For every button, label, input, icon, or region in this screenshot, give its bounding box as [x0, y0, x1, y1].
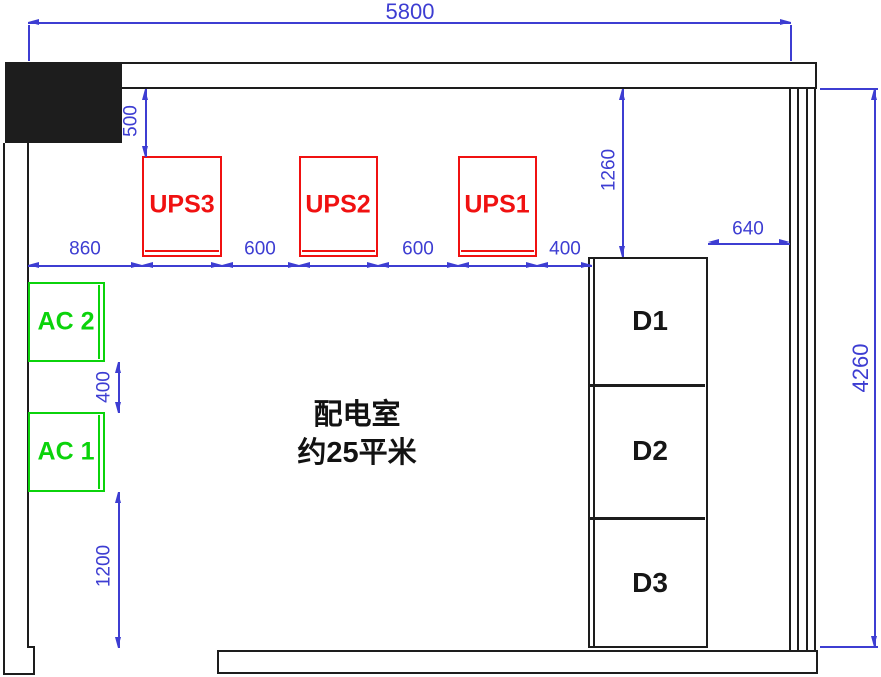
- wall-left-foot-right: [33, 646, 35, 675]
- dim-room-width-ext-right: [790, 25, 792, 61]
- ups2-label: UPS2: [305, 190, 371, 219]
- dim-room-width-arrow-left: [28, 19, 39, 25]
- dim-room-depth-ext-bottom: [820, 646, 878, 648]
- dim-ups3-ups2-label: 600: [244, 238, 276, 260]
- dim-ac1-bottom-arrow-bottom: [115, 637, 121, 648]
- dim-ups-chain-line: [28, 265, 592, 267]
- dim-chain-arrow-ups2-left-b: [299, 262, 310, 268]
- ups3-box: [142, 156, 222, 257]
- column-block: [5, 62, 122, 143]
- dim-wall-d1-line: [622, 89, 624, 257]
- ups3-label: UPS3: [149, 190, 215, 219]
- room-title-line2: 约25平米: [297, 437, 417, 469]
- dim-ups-offset-arrow-top: [142, 89, 148, 100]
- dim-ac1-bottom-line: [118, 492, 120, 648]
- dim-room-width-arrow-right: [780, 19, 791, 25]
- dim-ac1-bottom-label: 1200: [93, 544, 115, 588]
- wall-top-outer-line: [122, 62, 817, 64]
- ups1-box: [458, 156, 537, 257]
- dim-chain-arrow-ups1-right-a: [526, 262, 537, 268]
- dim-d-wall-label: 640: [732, 218, 764, 240]
- wall-left-foot-bottom: [3, 673, 35, 675]
- ups3-base-line: [145, 250, 219, 252]
- dim-wall-d1-arrow-bottom: [619, 246, 625, 257]
- dim-ups-offset-arrow-bottom: [142, 146, 148, 157]
- dim-wall-d1-label: 1260: [598, 148, 620, 192]
- ac2-side-line: [98, 285, 100, 359]
- room-title-line1: 配电室: [313, 399, 401, 431]
- dim-chain-arrow-ups3-left-b: [142, 262, 153, 268]
- distribution-left-line: [593, 259, 595, 646]
- ac1-label: AC 1: [37, 437, 95, 466]
- dim-ac1-bottom-arrow-top: [115, 492, 121, 503]
- dim-chain-arrow-ups1-right-b: [537, 262, 548, 268]
- dim-chain-arrow-ups1-left-a: [447, 262, 458, 268]
- dim-ac-gap-arrow-bottom: [115, 402, 121, 413]
- dim-ups1-d-label: 400: [549, 238, 581, 260]
- ups1-label: UPS1: [464, 190, 530, 219]
- dim-room-depth-ext-top: [820, 88, 878, 90]
- dim-chain-arrow-dcol: [581, 262, 592, 268]
- ac1-side-line: [98, 415, 100, 489]
- dim-d-wall-line: [708, 243, 790, 245]
- d1-label: D1: [632, 305, 668, 336]
- wall-right-line-4: [814, 89, 816, 650]
- dim-chain-arrow-ups3-right-a: [211, 262, 222, 268]
- ac1-box: [28, 412, 105, 492]
- dim-chain-arrow-wall: [28, 262, 39, 268]
- dim-d-wall-arrow-left: [708, 239, 719, 245]
- dim-room-width-ext-left: [28, 25, 30, 61]
- dim-ups-offset-line: [145, 89, 147, 157]
- dim-room-depth-arrow-top: [871, 89, 877, 100]
- dim-chain-arrow-ups3-left-a: [131, 262, 142, 268]
- d2-label: D2: [632, 435, 668, 466]
- dim-chain-arrow-ups2-right-a: [367, 262, 378, 268]
- ups1-base-line: [461, 250, 534, 252]
- dim-chain-arrow-ups3-right-b: [222, 262, 233, 268]
- dim-ac-gap-line: [118, 362, 120, 413]
- d3-label: D3: [632, 567, 668, 598]
- wall-left-outer-line: [3, 143, 5, 674]
- d1-d2-divider: [590, 384, 705, 387]
- dim-chain-arrow-ups1-left-b: [458, 262, 469, 268]
- dim-room-width-label: 5800: [385, 0, 435, 24]
- dim-room-depth-line: [874, 89, 876, 647]
- dim-wall-d1-arrow-top: [619, 89, 625, 100]
- dim-chain-arrow-ups2-right-b: [378, 262, 389, 268]
- distribution-column: [588, 257, 708, 648]
- dim-ups-offset-label: 500: [120, 105, 142, 137]
- dim-wall-ups3-label: 860: [69, 238, 101, 260]
- wall-top-inner-line: [122, 87, 817, 89]
- wall-top-right-cap: [815, 62, 817, 89]
- ac2-label: AC 2: [37, 307, 95, 336]
- dim-ac-gap-arrow-top: [115, 362, 121, 373]
- dim-room-width-line: [28, 22, 791, 24]
- dim-ups2-ups1-label: 600: [402, 238, 434, 260]
- dim-room-depth-arrow-bottom: [871, 636, 877, 647]
- dim-d-wall-arrow-right: [779, 239, 790, 245]
- ac2-box: [28, 282, 105, 362]
- wall-right-line-2: [797, 89, 799, 650]
- wall-left-foot-step: [27, 646, 35, 648]
- d2-d3-divider: [590, 517, 705, 520]
- wall-bottom: [217, 650, 818, 674]
- wall-right-line-3: [806, 89, 808, 650]
- dim-chain-arrow-ups2-left-a: [288, 262, 299, 268]
- dim-ac-gap-label: 400: [93, 371, 115, 403]
- ups2-box: [299, 156, 378, 257]
- wall-right-line-1: [789, 89, 791, 650]
- dim-room-depth-label: 4260: [848, 343, 873, 393]
- ups2-base-line: [302, 250, 375, 252]
- wall-left-inner-line: [27, 143, 29, 647]
